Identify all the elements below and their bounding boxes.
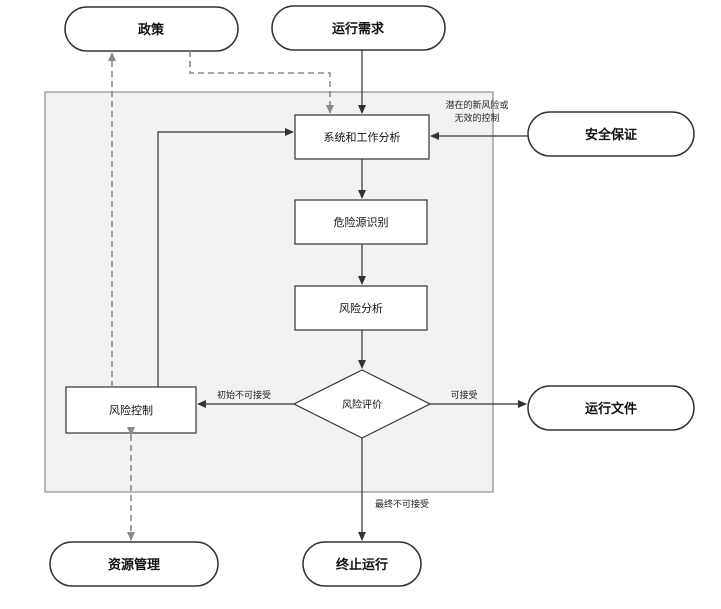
hazard-id-box[interactable]: 危险源识别 — [294, 199, 428, 245]
risk-analysis-box[interactable]: 风险分析 — [294, 285, 428, 331]
operating-docs-label: 运行文件 — [585, 401, 637, 417]
risk-assessment-label: 风险评价 — [342, 398, 382, 411]
terminate-label: 终止运行 — [336, 557, 388, 573]
hazard-id-label: 危险源识别 — [334, 215, 389, 229]
new-risk-label-line1: 潜在的新风险或 — [445, 99, 508, 111]
acceptable-label: 可接受 — [450, 389, 477, 401]
resource-mgmt-terminal[interactable]: 资源管理 — [49, 541, 219, 587]
safety-assurance-label: 安全保证 — [585, 127, 637, 143]
system-analysis-label: 系统和工作分析 — [324, 130, 401, 144]
risk-control-box[interactable]: 风险控制 — [65, 386, 197, 434]
terminate-terminal[interactable]: 终止运行 — [302, 541, 422, 587]
risk-analysis-label: 风险分析 — [339, 301, 383, 315]
risk-assessment-diamond[interactable]: 风险评价 — [292, 369, 432, 439]
operating-needs-label: 运行需求 — [332, 21, 385, 37]
safety-assurance-terminal[interactable]: 安全保证 — [527, 111, 695, 157]
resource-mgmt-label: 资源管理 — [108, 557, 160, 573]
operating-needs-terminal[interactable]: 运行需求 — [271, 5, 446, 51]
risk-control-label: 风险控制 — [109, 403, 153, 417]
policy-label: 政策 — [138, 22, 165, 38]
arrow-control-feedback — [157, 128, 294, 387]
operating-docs-terminal[interactable]: 运行文件 — [527, 385, 695, 431]
system-analysis-box[interactable]: 系统和工作分析 — [294, 114, 430, 160]
initially-unacceptable-label: 初始不可接受 — [217, 389, 271, 401]
policy-terminal[interactable]: 政策 — [64, 6, 239, 52]
new-risk-label-line2: 无效的控制 — [454, 112, 499, 124]
dashed-policy-to-analysis — [189, 51, 334, 114]
finally-unacceptable-label: 最终不可接受 — [375, 498, 429, 510]
